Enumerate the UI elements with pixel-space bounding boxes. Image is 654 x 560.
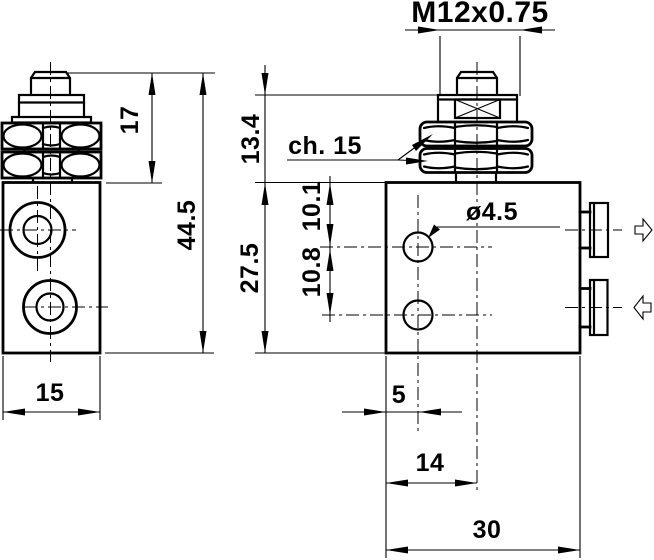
dim-thread-spec: M12x0.75 (405, 0, 555, 96)
arrowhead (199, 73, 207, 95)
arrowhead (428, 224, 440, 238)
arrowhead (386, 546, 408, 554)
front-nut2-right-face-arc (60, 152, 101, 178)
front-view (0, 62, 108, 362)
dim-text-hole-spacing: 10.8 (298, 247, 326, 298)
fitting-bottom-body (588, 278, 609, 337)
arrowhead (326, 249, 334, 271)
side-nut2-arcs (422, 150, 530, 171)
dim-text-body-height: 27.5 (236, 243, 264, 294)
arrowhead (148, 73, 156, 95)
dim-side-heights: 13.4 27.5 (236, 65, 438, 354)
arrowhead (261, 73, 269, 95)
dim-text-hole-edge-offset: 5 (392, 381, 406, 409)
arrowhead (199, 331, 207, 353)
arrowhead (261, 183, 269, 205)
arrowhead (261, 331, 269, 353)
arrowhead (326, 224, 334, 246)
flow-in-arrow-icon (633, 294, 652, 321)
front-hex-nut-1 (0, 121, 103, 151)
arrowhead (419, 408, 441, 416)
side-hex-nut-2 (418, 147, 534, 174)
arrowhead (455, 479, 477, 487)
dim-text-hole1-offset: 10.1 (298, 181, 326, 232)
fitting-top (578, 201, 610, 259)
thread-block-inner (453, 98, 502, 120)
side-hole2 (402, 299, 434, 331)
dim-hole-positions: 10.1 10.8 (298, 176, 334, 322)
wrench-size-text: ch. 15 (288, 132, 362, 160)
side-hole1 (402, 231, 434, 263)
front-nut1-center-arcs (41, 125, 62, 147)
dim-text-front-width: 15 (36, 379, 65, 407)
front-body (1, 181, 102, 355)
front-nut1-left-face-arc (2, 123, 43, 149)
side-body (384, 181, 582, 355)
arrowhead (406, 157, 428, 165)
fitting-bottom (578, 278, 609, 337)
callout-hole-diameter: ø4.5 (428, 198, 560, 238)
side-hex-nut-1 (418, 120, 534, 148)
front-collar (17, 93, 86, 119)
front-hex-nut-2 (0, 150, 103, 180)
arrowhead (326, 183, 334, 205)
front-port1-counterbore (8, 201, 67, 259)
side-nut1-arcs (422, 124, 530, 144)
front-port2-counterbore (22, 279, 78, 335)
fitting-top-body (588, 201, 610, 259)
dim-text-total-height: 44.5 (173, 200, 201, 251)
dimension-annotations: 15 17 44.5 M12x0.75 (2, 0, 581, 558)
side-plunger (455, 70, 499, 97)
arrowhead (412, 134, 433, 151)
front-nut2-outline (0, 150, 103, 180)
arrowhead (3, 408, 25, 416)
arrowhead (78, 408, 100, 416)
side-view (320, 62, 653, 490)
dim-text-upper-section: 13.4 (237, 114, 265, 165)
dim-front-heights: 17 44.5 (66, 72, 215, 354)
front-nut1-right-face-arc (60, 123, 101, 149)
arrowhead (148, 161, 156, 183)
arrowhead (386, 479, 408, 487)
front-port2-hole (35, 292, 65, 322)
hole-diameter-text: ø4.5 (466, 198, 518, 226)
dim-bottom-chain: 5 14 30 (342, 356, 581, 558)
arrowhead (520, 26, 542, 34)
thread-block-cross (454, 98, 501, 119)
arrowhead (326, 293, 334, 315)
thread-spec-text: M12x0.75 (411, 0, 548, 29)
front-plunger (29, 70, 72, 97)
arrowhead (418, 26, 440, 34)
dim-text-plunger-height: 17 (116, 106, 144, 135)
dim-front-width: 15 (2, 356, 101, 420)
flow-out-arrow-icon (634, 217, 653, 243)
dim-text-axis-offset: 14 (416, 449, 445, 477)
side-thread-block (436, 93, 519, 124)
callout-wrench-size: ch. 15 (287, 132, 433, 165)
dim-text-depth: 30 (473, 516, 502, 544)
front-port1-hole (22, 214, 53, 246)
front-nut2-center-arcs (41, 154, 62, 176)
arrowhead (558, 546, 580, 554)
front-nut2-left-face-arc (2, 152, 43, 178)
arrowhead (364, 408, 386, 416)
